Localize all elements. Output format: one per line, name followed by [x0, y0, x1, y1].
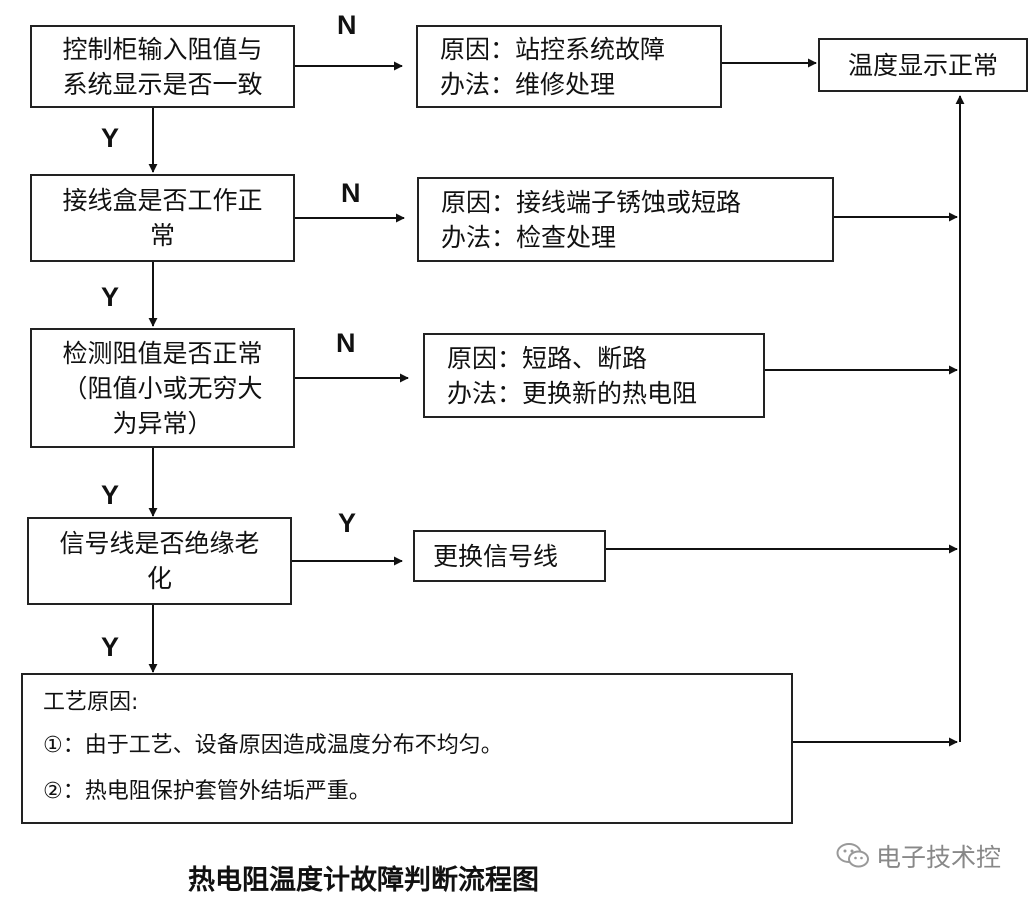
decision-text-line: 系统显示是否一致: [62, 69, 263, 99]
decision-text-line: 控制柜输入阻值与: [62, 34, 263, 64]
branch-label-yes: Y: [101, 282, 120, 312]
decision-text-line: 为异常）: [112, 408, 213, 438]
process-item: ②：热电阻保护套管外结垢严重。: [43, 779, 371, 804]
decision-box-junction-box: 接线盒是否工作正 常: [30, 174, 295, 262]
action-text-line: 原因：接线端子锈蚀或短路: [441, 187, 742, 217]
branch-label-no: N: [337, 10, 357, 40]
process-item: ①：由于工艺、设备原因造成温度分布不均匀。: [43, 733, 503, 758]
action-text-line: 原因：站控系统故障: [440, 34, 666, 64]
action-box-replace-signal-line: 更换信号线: [413, 530, 606, 582]
process-heading: 工艺原因:: [43, 690, 139, 715]
branch-label-yes: Y: [338, 508, 357, 538]
action-text-line: 办法：更换新的热电阻: [447, 378, 698, 408]
decision-text-line: 化: [146, 564, 172, 593]
decision-text-line: 信号线是否绝缘老: [59, 529, 260, 558]
branch-label-yes: Y: [101, 632, 120, 662]
result-text: 温度显示正常: [847, 50, 998, 80]
decision-text-line: （阻值小或无穷大: [62, 373, 263, 403]
branch-label-yes: Y: [101, 480, 120, 510]
action-text-line: 更换信号线: [433, 541, 559, 571]
branch-label-no: N: [341, 178, 361, 208]
decision-box-resistance-consistency: 控制柜输入阻值与 系统显示是否一致: [30, 25, 295, 108]
watermark: 电子技术控: [836, 838, 1001, 874]
branch-label-no: N: [336, 328, 356, 358]
wechat-icon: [836, 843, 869, 868]
diagram-title: 热电阻温度计故障判断流程图: [188, 865, 539, 896]
watermark-text: 电子技术控: [876, 843, 1002, 872]
decision-box-signal-insulation: 信号线是否绝缘老 化: [27, 517, 292, 605]
decision-text-line: 接线盒是否工作正: [62, 186, 263, 215]
decision-text-line: 检测阻值是否正常: [62, 338, 263, 368]
action-text-line: 办法：维修处理: [440, 69, 616, 99]
action-text-line: 原因：短路、断路: [447, 343, 648, 373]
process-reasons-box: 工艺原因: ①：由于工艺、设备原因造成温度分布不均匀。 ②：热电阻保护套管外结垢…: [21, 673, 793, 824]
action-box-station-control: 原因：站控系统故障 办法：维修处理: [416, 25, 722, 108]
action-box-terminal-corrosion: 原因：接线端子锈蚀或短路 办法：检查处理: [417, 177, 834, 262]
decision-box-measured-resistance: 检测阻值是否正常 （阻值小或无穷大 为异常）: [30, 328, 295, 448]
decision-text-line: 常: [149, 221, 175, 250]
action-text-line: 办法：检查处理: [441, 222, 617, 252]
branch-label-yes: Y: [101, 123, 120, 153]
result-box-temperature-normal: 温度显示正常: [818, 38, 1028, 92]
action-box-replace-rtd: 原因：短路、断路 办法：更换新的热电阻: [423, 333, 765, 418]
